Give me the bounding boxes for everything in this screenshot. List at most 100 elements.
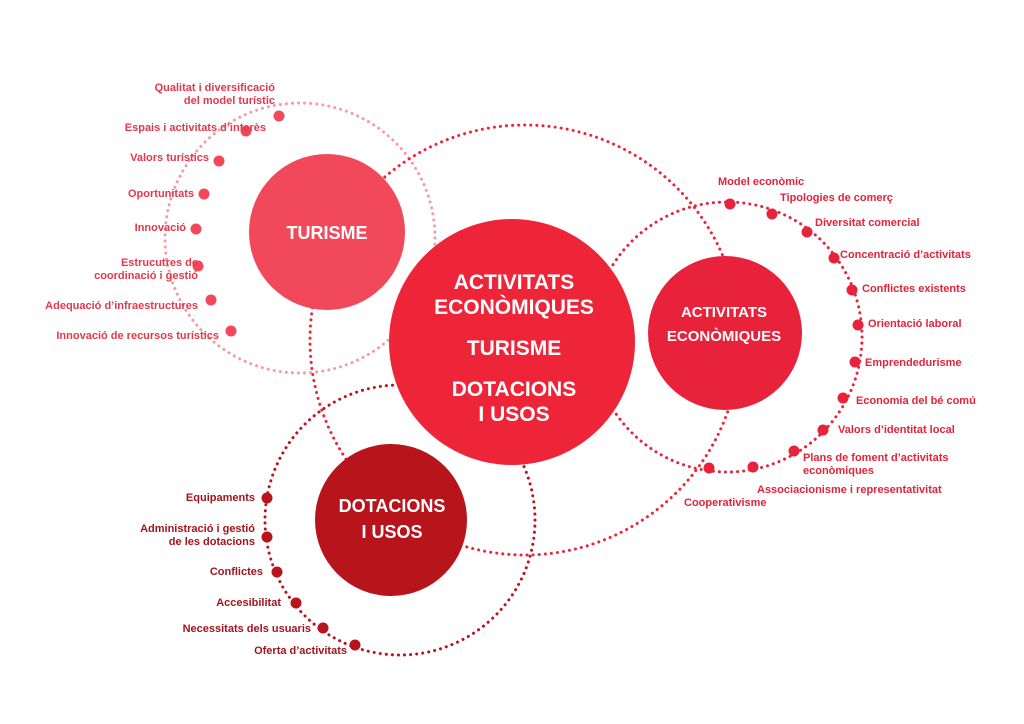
activitats-topic-label-line: Valors d’identitat local — [838, 424, 955, 436]
activitats-topic-label: Model econòmic — [718, 176, 804, 188]
activitats-topic-label: Diversitat comercial — [815, 217, 920, 229]
turisme-topic-dot — [192, 260, 204, 272]
activitats-topic-label: Valors d’identitat local — [838, 424, 955, 436]
activitats-topic-dot — [788, 445, 800, 457]
turisme-topic-dot — [225, 325, 237, 337]
activitats-topic-dot — [846, 284, 858, 296]
activitats-topic-label-line: Model econòmic — [718, 176, 804, 188]
activitats-topic-dot — [837, 392, 849, 404]
turisme-hub-title: TURISME — [287, 223, 368, 243]
activitats-topic-label-line: Economia del bé comú — [856, 395, 976, 407]
activitats-topic-dot — [849, 356, 861, 368]
turisme-topic-label-line: Oportunitats — [128, 188, 194, 200]
dotacions-topic-label-line: de les dotacions — [169, 536, 255, 548]
activitats-topic-label-line: Diversitat comercial — [815, 217, 920, 229]
turisme-topic-label-line: Espais i activitats d’interès — [125, 122, 266, 134]
activitats-topic-label: Associacionisme i representativitat — [757, 484, 942, 496]
activitats-topic-label-line: Emprendedurisme — [865, 357, 962, 369]
activitats-topic-label: Concentració d’activitats — [840, 249, 971, 261]
activitats-topic-label-line: econòmiques — [803, 465, 874, 477]
turisme-topic-label: Innovació de recursos turístics — [56, 330, 219, 342]
dotacions-topic-label-line: Necessitats dels usuaris — [183, 623, 311, 635]
activitats-topic-label: Orientació laboral — [868, 318, 962, 330]
activitats-topic-label-line: Associacionisme i representativitat — [757, 484, 942, 496]
activitats-topic-label: Emprendedurisme — [865, 357, 962, 369]
turisme-topic-label-line: Qualitat i diversificació — [155, 82, 276, 94]
dotacions-topic-label: Equipaments — [186, 492, 255, 504]
dotacions-topic-dot — [290, 597, 302, 609]
activitats-hub-title-line-1: ACTIVITATS — [681, 304, 767, 321]
dotacions-topic-dot — [349, 639, 361, 651]
turisme-topic-dot — [240, 125, 252, 137]
activitats-topic-dot — [828, 252, 840, 264]
turisme-topic-label-line: Adequació d’infraestructures — [45, 300, 198, 312]
activitats-topic-label-line: Conflictes existents — [862, 283, 966, 295]
activitats-topic-label: Economia del bé comú — [856, 395, 976, 407]
activitats-topic-label: Conflictes existents — [862, 283, 966, 295]
turisme-topic-label: Espais i activitats d’interès — [125, 122, 266, 134]
turisme-orbit-ring — [163, 101, 437, 375]
central-hub-line-5: I USOS — [478, 403, 549, 426]
turisme-topic-dot — [198, 188, 210, 200]
activitats-topic-label-line: Plans de foment d’activitats — [803, 452, 948, 464]
activitats-topic-dot — [747, 461, 759, 473]
dotacions-hub-title-line-2: I USOS — [361, 522, 422, 542]
activitats-topic-label-line: Concentració d’activitats — [840, 249, 971, 261]
dotacions-hub-circle — [315, 444, 467, 596]
dotacions-topic-label: Conflictes — [210, 566, 263, 578]
turisme-topic-label: Adequació d’infraestructures — [45, 300, 198, 312]
dotacions-topic-label-line: Administració i gestió — [140, 523, 255, 535]
dotacions-topic-label-line: Conflictes — [210, 566, 263, 578]
central-hub-circle — [389, 219, 635, 465]
dotacions-topic-dot — [261, 531, 273, 543]
central-hub-line-1: ACTIVITATS — [454, 271, 575, 294]
activitats-hub-title-line-2: ECONÒMIQUES — [667, 327, 781, 345]
turisme-topic-dot — [273, 110, 285, 122]
dotacions-topic-label-line: Equipaments — [186, 492, 255, 504]
dotacions-topic-label: Necessitats dels usuaris — [183, 623, 311, 635]
turisme-topic-dot — [213, 155, 225, 167]
dotacions-topic-label-line: Accesibilitat — [216, 597, 281, 609]
dotacions-topic-dot — [271, 566, 283, 578]
activitats-topic-dot — [724, 198, 736, 210]
activitats-topic-dot — [817, 424, 829, 436]
turisme-topic-label-line: Innovació de recursos turístics — [56, 330, 219, 342]
dotacions-topic-label: Oferta d’activitats — [254, 645, 347, 657]
dotacions-topic-label-line: Oferta d’activitats — [254, 645, 347, 657]
activitats-topic-dot — [801, 226, 813, 238]
activitats-topic-dot — [703, 462, 715, 474]
activitats-hub-circle — [648, 256, 802, 410]
dotacions-topic-label: Accesibilitat — [216, 597, 281, 609]
dotacions-topic-dot — [261, 492, 273, 504]
activitats-topic-label: Cooperativisme — [684, 497, 767, 509]
turisme-topic-label: Innovació — [135, 222, 187, 234]
turisme-topic-label: Oportunitats — [128, 188, 194, 200]
central-hub-line-3: TURISME — [467, 337, 562, 360]
turisme-hub-circle — [249, 154, 405, 310]
turisme-topic-label-line: Innovació — [135, 222, 187, 234]
turisme-topic-dot — [205, 294, 217, 306]
turisme-topic-dot — [190, 223, 202, 235]
turisme-topic-label-line: del model turístic — [184, 95, 275, 107]
dotacions-topic-dot — [317, 622, 329, 634]
activitats-topic-dot — [766, 208, 778, 220]
activitats-topic-label-line: Tipologies de comerç — [780, 192, 893, 204]
activitats-topic-label-line: Cooperativisme — [684, 497, 767, 509]
central-hub-line-4: DOTACIONS — [452, 378, 576, 401]
central-hub-line-2: ECONÒMIQUES — [434, 295, 594, 319]
turisme-topic-label: Valors turístics — [130, 152, 209, 164]
activitats-topic-label-line: Orientació laboral — [868, 318, 962, 330]
turisme-topic-label-line: Valors turístics — [130, 152, 209, 164]
dotacions-hub-title-line-1: DOTACIONS — [339, 496, 446, 516]
turisme-topic-label-line: Estrucutres de — [121, 257, 198, 269]
turisme-topic-label-line: coordinació i gestió — [94, 270, 198, 282]
activitats-topic-dot — [852, 319, 864, 331]
